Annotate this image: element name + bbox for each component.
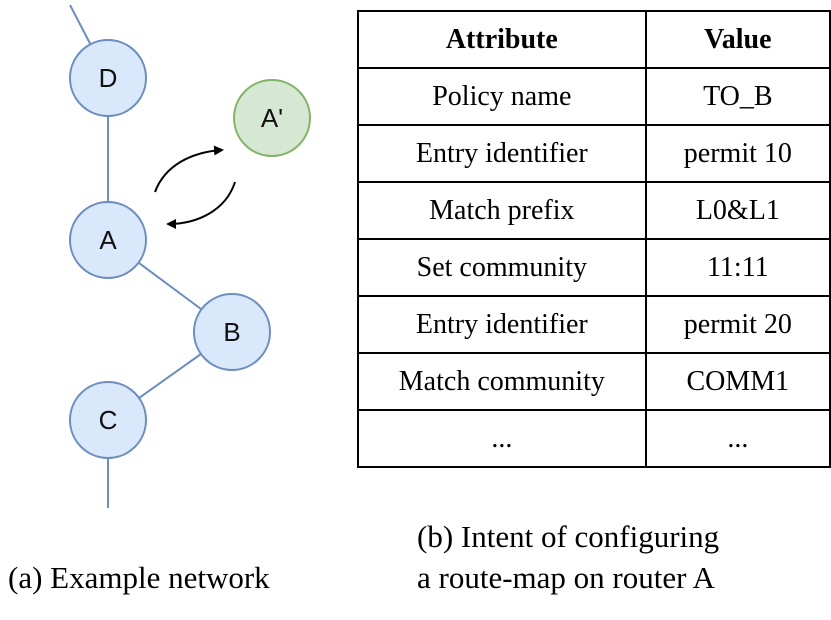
attribute-cell: Entry identifier — [357, 295, 647, 354]
node-label: A — [99, 225, 117, 255]
node-d: D — [69, 39, 147, 117]
node-circle — [233, 79, 311, 157]
attribute-column-header: Attribute — [357, 10, 647, 69]
curved-arrow-from-replica — [166, 181, 236, 229]
attribute-cell: Set community — [357, 238, 647, 297]
table-row: ... ... — [357, 409, 831, 468]
example-network-diagram: D A B C A' — [69, 4, 311, 508]
value-cell: 11:11 — [644, 238, 831, 297]
node-a: A — [69, 201, 147, 279]
table-row: Policy name TO_B — [357, 67, 831, 126]
value-column-header: Value — [644, 10, 831, 69]
attribute-cell: Policy name — [357, 67, 647, 126]
caption-intent-line1: (b) Intent of configuring — [417, 519, 720, 554]
value-cell: L0&L1 — [644, 181, 831, 240]
caption-intent-line2: a route-map on router A — [417, 560, 715, 595]
value-cell: TO_B — [644, 67, 831, 126]
route-map-intent-table: Attribute Value Policy name TO_B Entry i… — [357, 10, 831, 468]
value-cell: ... — [644, 409, 831, 468]
attribute-cell: Entry identifier — [357, 124, 647, 183]
table-row: Match prefix L0&L1 — [357, 181, 831, 240]
value-cell: permit 10 — [644, 124, 831, 183]
table-row: Entry identifier permit 20 — [357, 295, 831, 354]
value-cell: COMM1 — [644, 352, 831, 411]
attribute-cell: Match prefix — [357, 181, 647, 240]
table-row: Set community 11:11 — [357, 238, 831, 297]
node-circle — [69, 381, 147, 459]
table-header-row: Attribute Value — [357, 10, 831, 69]
node-circle — [69, 39, 147, 117]
table-row: Entry identifier permit 10 — [357, 124, 831, 183]
node-a-prime: A' — [233, 79, 311, 157]
value-cell: permit 20 — [644, 295, 831, 354]
caption-example-network: (a) Example network — [8, 560, 270, 595]
node-circle — [69, 201, 147, 279]
node-circle — [193, 293, 271, 371]
node-b: B — [193, 293, 271, 371]
node-label: C — [99, 405, 118, 435]
node-label: D — [99, 63, 118, 93]
curved-arrow-to-replica — [154, 145, 224, 193]
table-row: Match community COMM1 — [357, 352, 831, 411]
node-c: C — [69, 381, 147, 459]
node-label: A' — [261, 103, 283, 133]
attribute-cell: ... — [357, 409, 647, 468]
attribute-cell: Match community — [357, 352, 647, 411]
node-label: B — [223, 317, 240, 347]
